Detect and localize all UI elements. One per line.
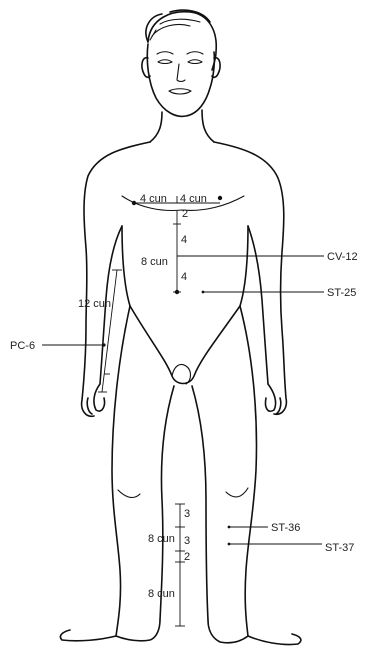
abdomen-measurement: 4 8 cun 4 CV-12 ST-25: [141, 224, 358, 299]
abdomen-bottom-label: 4: [181, 271, 187, 283]
cv12-label: CV-12: [327, 251, 358, 263]
pc6-label: PC-6: [10, 340, 35, 352]
torso-left: [122, 226, 130, 306]
chest-below-label: 2: [182, 208, 188, 220]
left-leg-outer: [112, 306, 130, 636]
forearm-label: 12 cun: [78, 298, 111, 310]
left-knee: [118, 490, 140, 497]
right-nipple-point: [218, 196, 222, 200]
torso-right: [240, 226, 248, 306]
leg-lower-label: 8 cun: [148, 588, 175, 600]
navel-point: [175, 290, 179, 294]
leg-c-label: 2: [184, 551, 190, 563]
st37-label: ST-37: [325, 542, 354, 554]
st36-label: ST-36: [271, 522, 300, 534]
chest-right-label: 4 cun: [180, 193, 207, 205]
right-hand: [265, 384, 280, 414]
groin-line: [130, 306, 240, 384]
head-drawing: [142, 10, 220, 116]
forearm-measurement: 12 cun PC-6: [10, 270, 122, 392]
right-leg-outer: [240, 306, 256, 636]
right-leg-inner: [192, 386, 208, 620]
chest-left-label: 4 cun: [140, 193, 167, 205]
abdomen-top-label: 4: [181, 234, 187, 246]
neck-right: [202, 110, 214, 142]
left-foot: [60, 620, 160, 641]
body-outline: [60, 10, 300, 644]
right-arm-outer: [214, 142, 286, 414]
left-hand: [87, 384, 104, 414]
leg-b-label: 3: [184, 535, 190, 547]
neck-left: [150, 112, 162, 142]
right-foot: [208, 620, 301, 645]
leg-total-label: 8 cun: [148, 533, 175, 545]
left-nipple-point: [132, 201, 136, 205]
leg-a-label: 3: [184, 508, 190, 520]
abdomen-total-label: 8 cun: [141, 256, 168, 268]
left-leg-inner: [160, 386, 174, 620]
st25-label: ST-25: [327, 287, 356, 299]
right-knee: [226, 488, 248, 497]
